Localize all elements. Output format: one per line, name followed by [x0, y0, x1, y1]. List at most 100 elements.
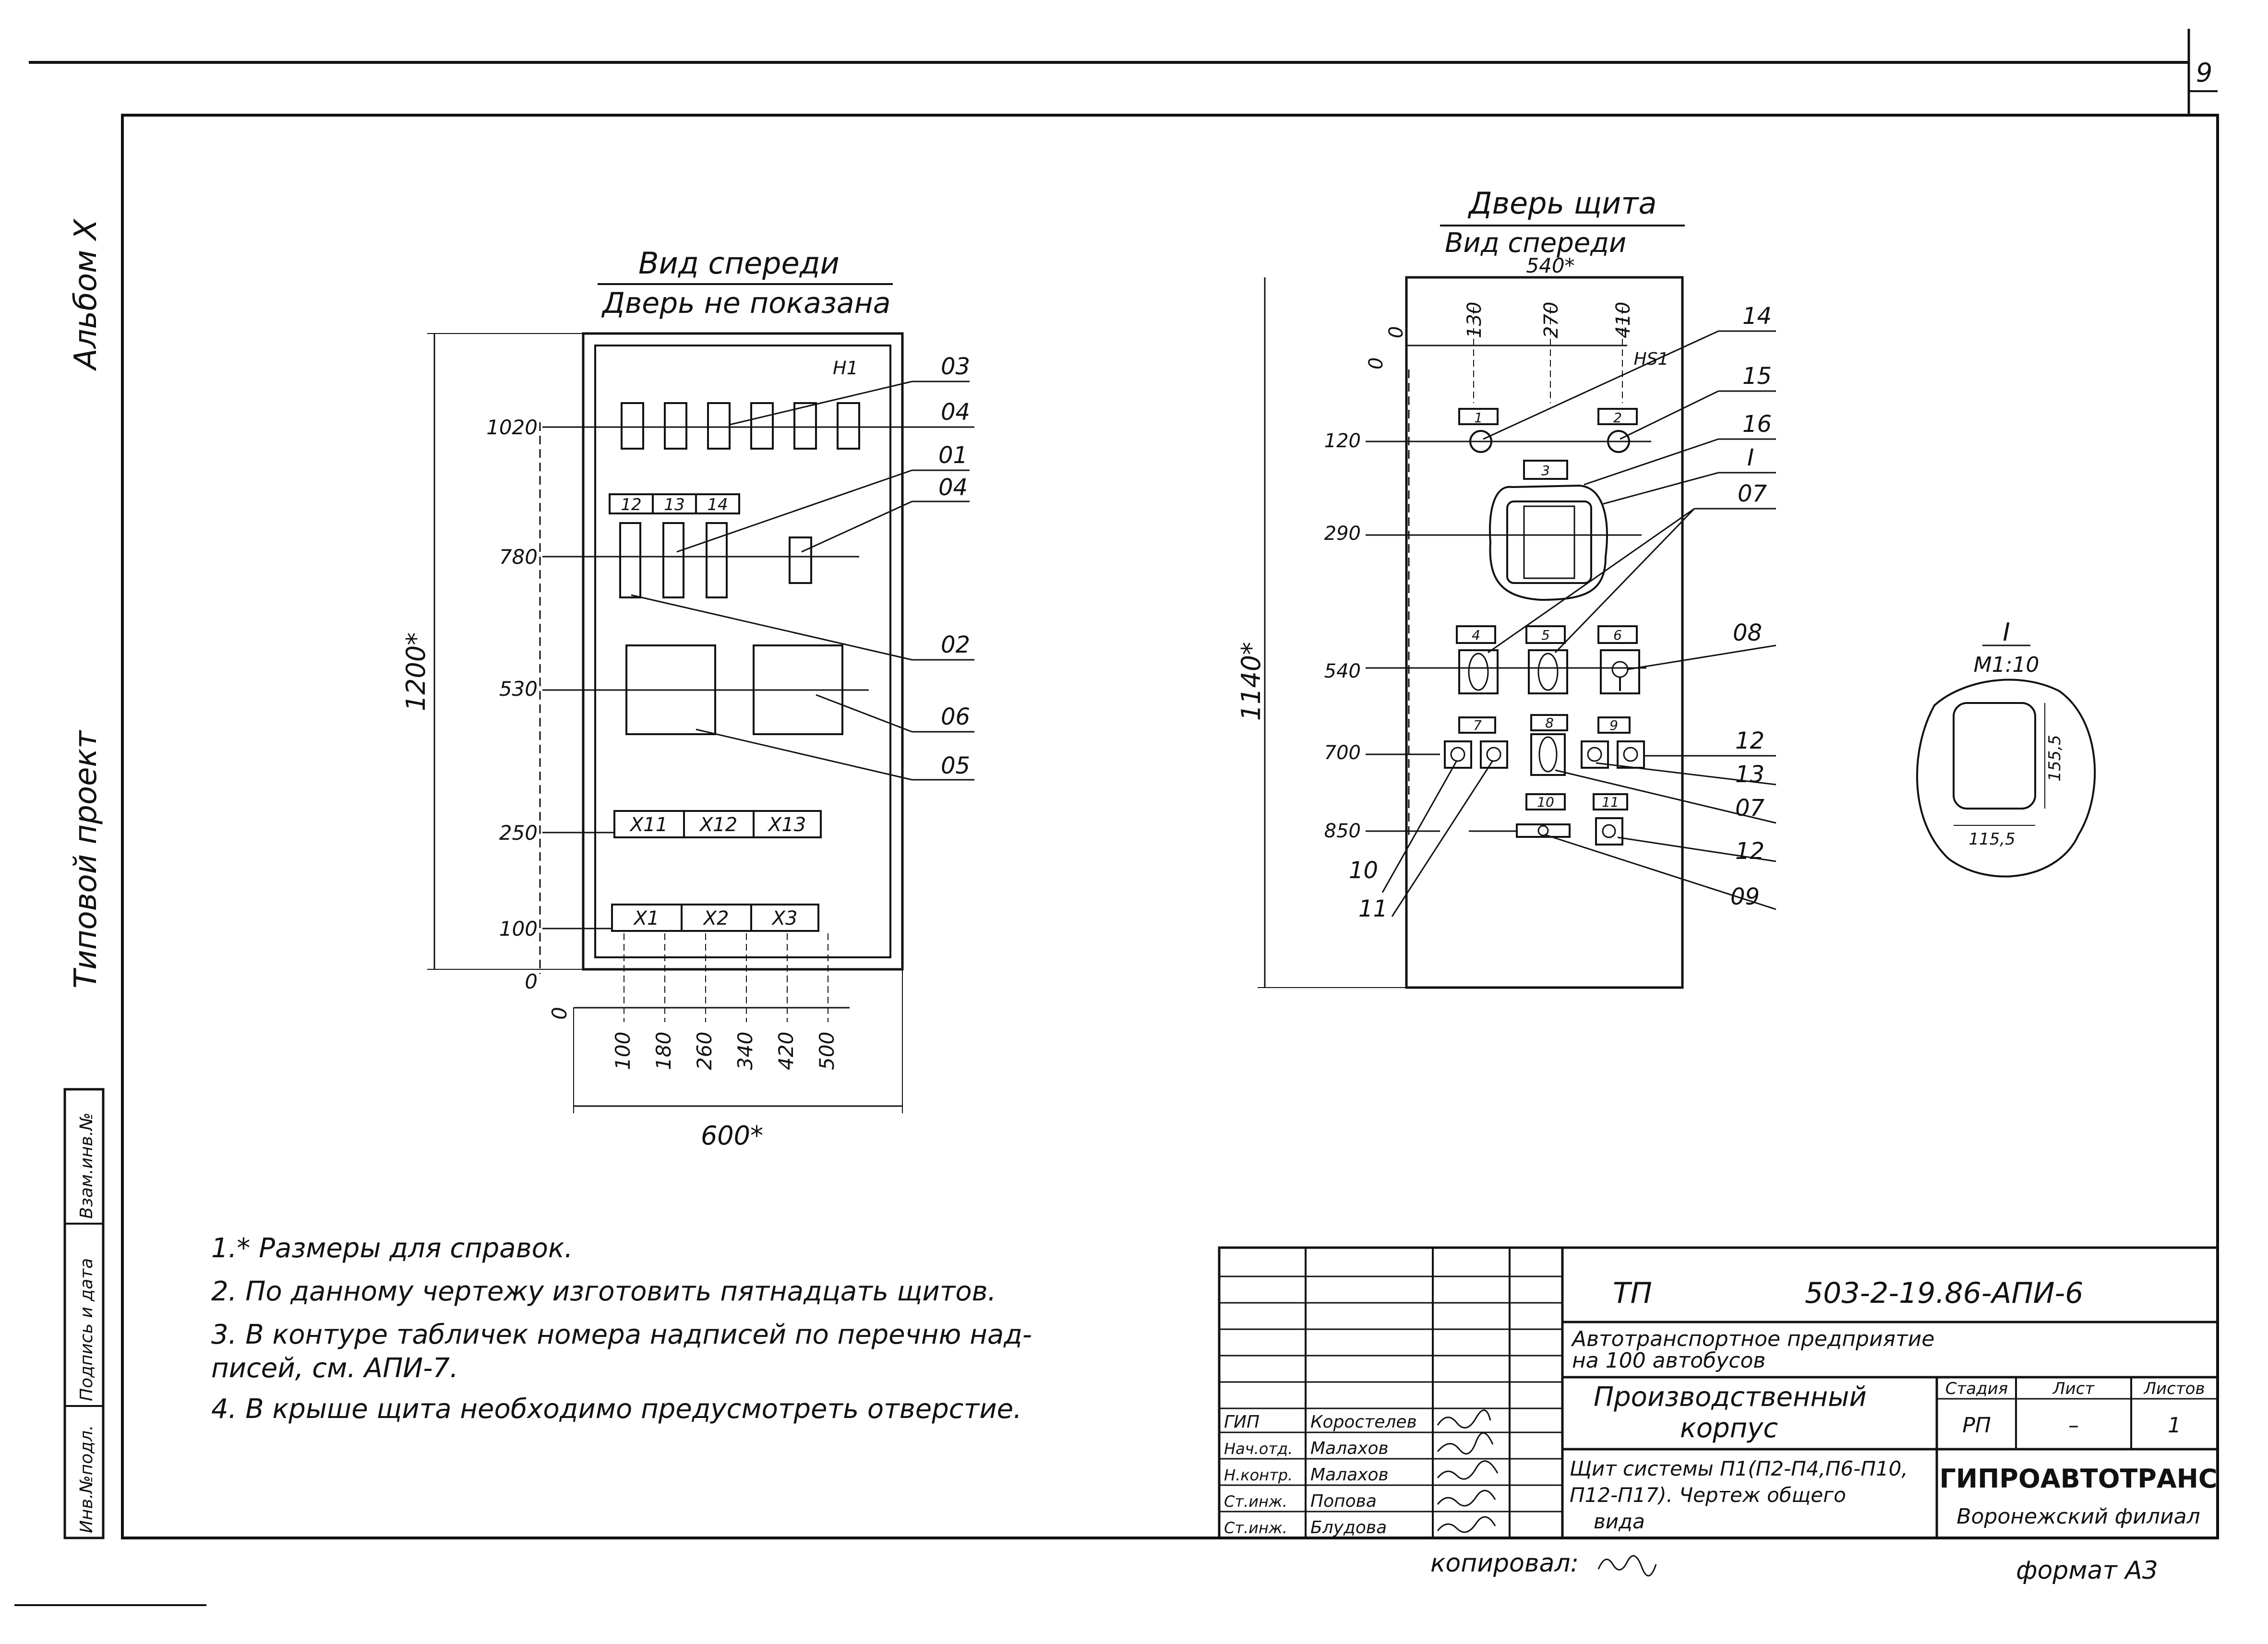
- door-plate-number: 1: [1474, 410, 1483, 426]
- door-x-level: 410: [1612, 302, 1634, 338]
- doc-code-prefix: ТП: [1613, 1276, 1652, 1310]
- door-view-title: Дверь щита: [1467, 186, 1657, 221]
- door-plate-number: 9: [1609, 717, 1618, 733]
- door-plate-number: 11: [1602, 794, 1619, 810]
- staff-name: Блудова: [1310, 1518, 1387, 1537]
- door-y-level: 850: [1324, 820, 1361, 842]
- door-x-level: 130: [1464, 302, 1486, 338]
- terminal-label: X11: [629, 814, 668, 836]
- note-line: 1.* Размеры для справок.: [211, 1233, 573, 1264]
- plate-label: 14: [707, 495, 728, 514]
- door-plate-number: 7: [1473, 717, 1482, 733]
- staff-role: Ст.инж.: [1224, 1492, 1287, 1511]
- detail-dim-width: 115,5: [1968, 830, 2015, 849]
- door-callout: 14: [1742, 303, 1772, 330]
- front-callout: 02: [941, 631, 970, 658]
- notes: 1.* Размеры для справок. 2. По данному ч…: [211, 1233, 1032, 1425]
- left-stamp: Инв.№подл. Подпись и дата Взам.инв.№: [63, 1088, 105, 1539]
- front-y-level: 0: [525, 970, 538, 993]
- organization: ГИПРОАВТОТРАНС: [1940, 1464, 2218, 1494]
- terminal-label: X13: [768, 814, 806, 836]
- stamp-cell-sign: Подпись и дата: [77, 1258, 96, 1401]
- door-plate-number: 3: [1541, 463, 1550, 478]
- object-name-2: на 100 автобусов: [1572, 1348, 1765, 1373]
- sheet-header: Лист: [2052, 1379, 2095, 1398]
- front-view-subtitle: Дверь не показана: [601, 286, 891, 320]
- door-plate-number: 6: [1613, 627, 1622, 643]
- terminal-label: X2: [703, 907, 729, 929]
- staff-role: Н.контр.: [1224, 1466, 1293, 1484]
- sheet-title: Щит системы П1(П2-П4,П6-П10,: [1570, 1457, 1908, 1480]
- door-callout: 07: [1738, 480, 1767, 507]
- door-x-level: 0: [1385, 326, 1407, 338]
- door-panel-tag: HS1: [1634, 349, 1669, 369]
- door-callout: 07: [1735, 795, 1765, 822]
- format-label: формат А3: [2016, 1556, 2158, 1585]
- door-plate-number: 10: [1537, 794, 1554, 810]
- door-callout: 15: [1742, 363, 1772, 390]
- building-name: Производственный: [1594, 1382, 1867, 1413]
- front-panel-tag: H1: [833, 357, 858, 379]
- sheet-title-2: П12-П17). Чертеж общего: [1570, 1483, 1846, 1507]
- building-name-2: корпус: [1680, 1413, 1778, 1444]
- front-x-level: 100: [611, 1032, 635, 1070]
- door-y-level: 540: [1324, 660, 1361, 682]
- front-callout: 01: [938, 442, 968, 469]
- page-number: 9: [2196, 58, 2212, 88]
- note-line: писей, см. АПИ-7.: [211, 1353, 458, 1384]
- door-callout: 12: [1735, 727, 1764, 754]
- door-plate-number: 2: [1613, 410, 1622, 426]
- front-x-level: 420: [774, 1032, 798, 1070]
- door-callout: 16: [1742, 411, 1772, 438]
- front-y-level: 1020: [486, 416, 538, 439]
- detail-view: I M1:10 155,5 115,5: [1916, 618, 2096, 878]
- front-view-title: Вид спереди: [638, 246, 840, 281]
- staff-role: ГИП: [1224, 1412, 1260, 1432]
- door-plate-number: 5: [1541, 627, 1550, 643]
- staff-name: Попова: [1310, 1491, 1377, 1511]
- note-line: 2. По данному чертежу изготовить пятнадц…: [211, 1276, 996, 1307]
- door-y-level: 120: [1324, 430, 1361, 452]
- plate-label: 12: [621, 495, 641, 514]
- terminal-label: X3: [771, 907, 798, 929]
- title-block: ГИП Коростелев Нач.отд. Малахов Н.контр.…: [1218, 1246, 2219, 1539]
- sheets-value: 1: [2168, 1413, 2181, 1438]
- door-plate-number: 8: [1545, 715, 1554, 731]
- door-callout: 08: [1733, 619, 1762, 646]
- staff-name: Коростелев: [1310, 1412, 1417, 1432]
- front-callout: 03: [941, 353, 970, 380]
- note-line: 3. В контуре табличек номера надписей по…: [211, 1319, 1032, 1350]
- front-callout: 04: [938, 474, 968, 501]
- copied-by-label: копировал:: [1430, 1549, 1579, 1578]
- front-x-level: 500: [815, 1032, 839, 1070]
- sheet-frame: 9: [14, 29, 2219, 1606]
- front-x-level: 260: [693, 1032, 716, 1070]
- front-callout: 06: [941, 703, 970, 730]
- sheet-value: –: [2068, 1413, 2079, 1438]
- front-x-level: 180: [652, 1032, 675, 1070]
- stamp-cell-inv: Инв.№подл.: [77, 1425, 96, 1533]
- detail-dim-height: 155,5: [2045, 735, 2064, 781]
- front-width-dim: 600*: [701, 1120, 763, 1151]
- front-x-level: 0: [548, 1007, 571, 1020]
- plate-label: 13: [664, 495, 684, 514]
- staff-role: Ст.инж.: [1224, 1519, 1287, 1537]
- door-callout: 09: [1730, 883, 1760, 910]
- front-height-dim: 1200*: [401, 632, 431, 711]
- door-callout: I: [1747, 444, 1754, 471]
- front-y-level: 250: [499, 821, 538, 845]
- front-callout: 05: [941, 752, 970, 779]
- door-width-dim: 540*: [1526, 254, 1574, 277]
- note-line: 4. В крыше щита необходимо предусмотреть…: [211, 1394, 1022, 1425]
- door-view-subtitle: Вид спереди: [1445, 227, 1626, 259]
- front-y-level: 780: [499, 545, 538, 569]
- album-label: Альбом X: [68, 218, 104, 371]
- stamp-cell-replace: Взам.инв.№: [77, 1112, 96, 1219]
- stage-header: Стадия: [1945, 1379, 2008, 1398]
- door-y-level: 700: [1324, 742, 1361, 764]
- stage-value: РП: [1962, 1413, 1991, 1438]
- door-x-level: 270: [1540, 302, 1562, 338]
- front-callout: 04: [941, 399, 970, 426]
- front-view: Вид спереди Дверь не показана H1 12 13 1…: [401, 246, 974, 1151]
